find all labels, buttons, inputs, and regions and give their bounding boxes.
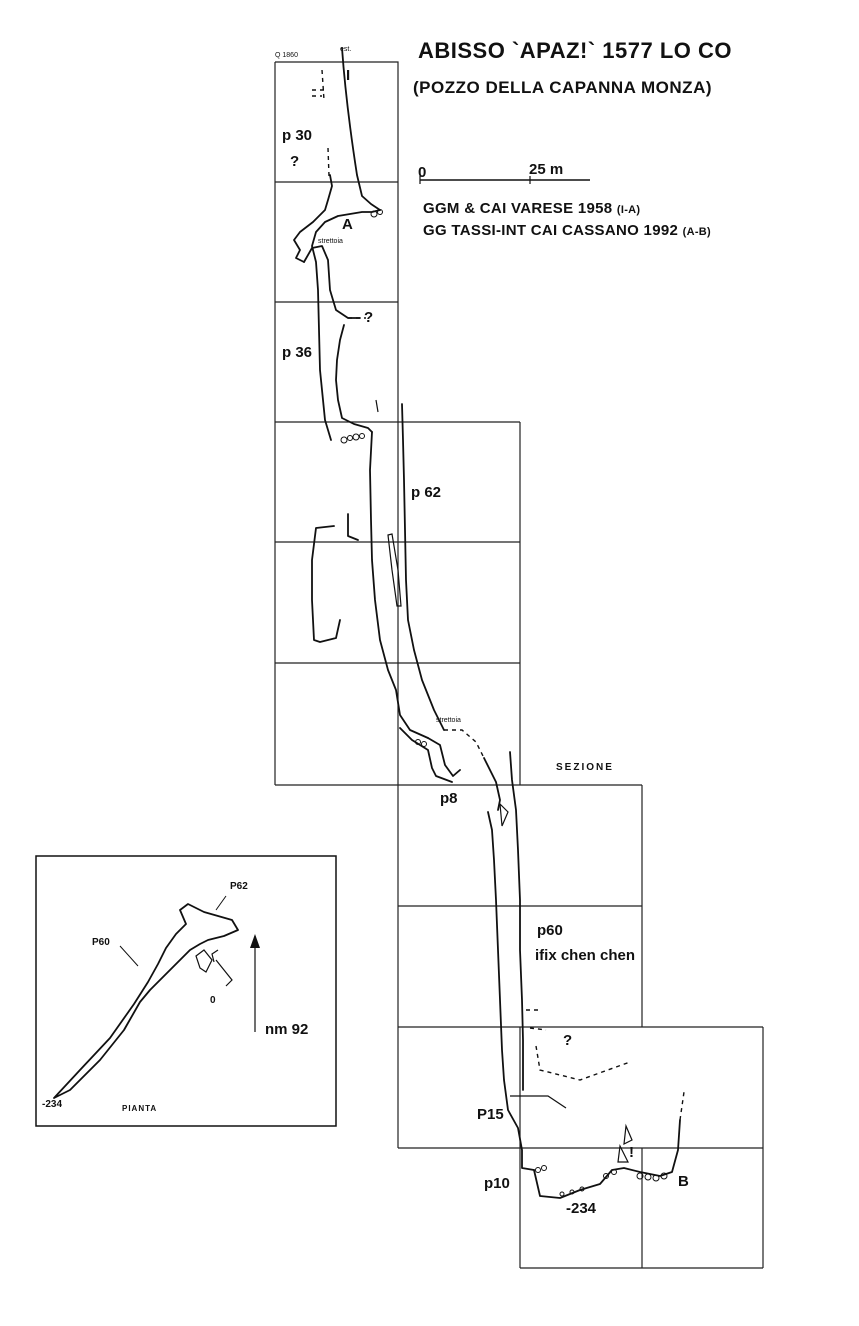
boulder-marks bbox=[340, 209, 668, 1197]
credit-line-1: GGM & CAI VARESE 1958 (I-A) bbox=[423, 200, 640, 217]
pit-p10-label: p10 bbox=[484, 1175, 510, 1192]
plan-p60-label: P60 bbox=[92, 937, 110, 948]
pit-p60-label: p60 bbox=[537, 922, 563, 939]
section-label: SEZIONE bbox=[556, 762, 614, 773]
pit-p30-label: p 30 bbox=[282, 127, 312, 144]
scale-bar: 0 25 m bbox=[418, 161, 590, 184]
plan-origin-label: 0 bbox=[210, 995, 216, 1006]
question-mark-3: ? bbox=[563, 1032, 572, 1049]
pit-p62-label: p 62 bbox=[411, 484, 441, 501]
point-b: B bbox=[678, 1173, 689, 1190]
north-label: nm 92 bbox=[265, 1021, 308, 1038]
survey-subtitle: (POZZO DELLA CAPANNA MONZA) bbox=[413, 78, 712, 97]
narrows-label-lower: strettoia bbox=[436, 717, 461, 724]
point-i: I bbox=[346, 67, 350, 84]
pit-p15-label: P15 bbox=[477, 1106, 504, 1123]
entrance-tag: est. bbox=[340, 46, 351, 53]
section-grid bbox=[274, 61, 764, 1269]
plan-p62-label: P62 bbox=[230, 881, 248, 892]
credit-line-2: GG TASSI-INT CAI CASSANO 1992 (A-B) bbox=[423, 222, 711, 239]
question-mark-2: ? bbox=[364, 309, 373, 326]
narrows-label-upper: strettoia bbox=[318, 238, 343, 245]
entrance-altitude: Q 1860 bbox=[275, 52, 298, 59]
scale-zero-label: 0 bbox=[418, 164, 426, 181]
pit-p36-label: p 36 bbox=[282, 344, 312, 361]
plan-label: PIANTA bbox=[122, 1104, 157, 1113]
point-a: A bbox=[342, 216, 353, 233]
exclamation-mark: ! bbox=[629, 1144, 634, 1161]
plan-inset bbox=[35, 855, 337, 1127]
scale-end-label: 25 m bbox=[529, 161, 563, 178]
cave-profile bbox=[293, 47, 685, 1199]
section-depth-label: -234 bbox=[566, 1200, 597, 1217]
pit-p8-label: p8 bbox=[440, 790, 458, 807]
plan-depth-label: -234 bbox=[42, 1099, 62, 1110]
question-mark-1: ? bbox=[290, 153, 299, 170]
survey-title: ABISSO `APAZ!` 1577 LO CO bbox=[418, 38, 732, 63]
pit-p60-name: ifix chen chen bbox=[535, 947, 635, 964]
